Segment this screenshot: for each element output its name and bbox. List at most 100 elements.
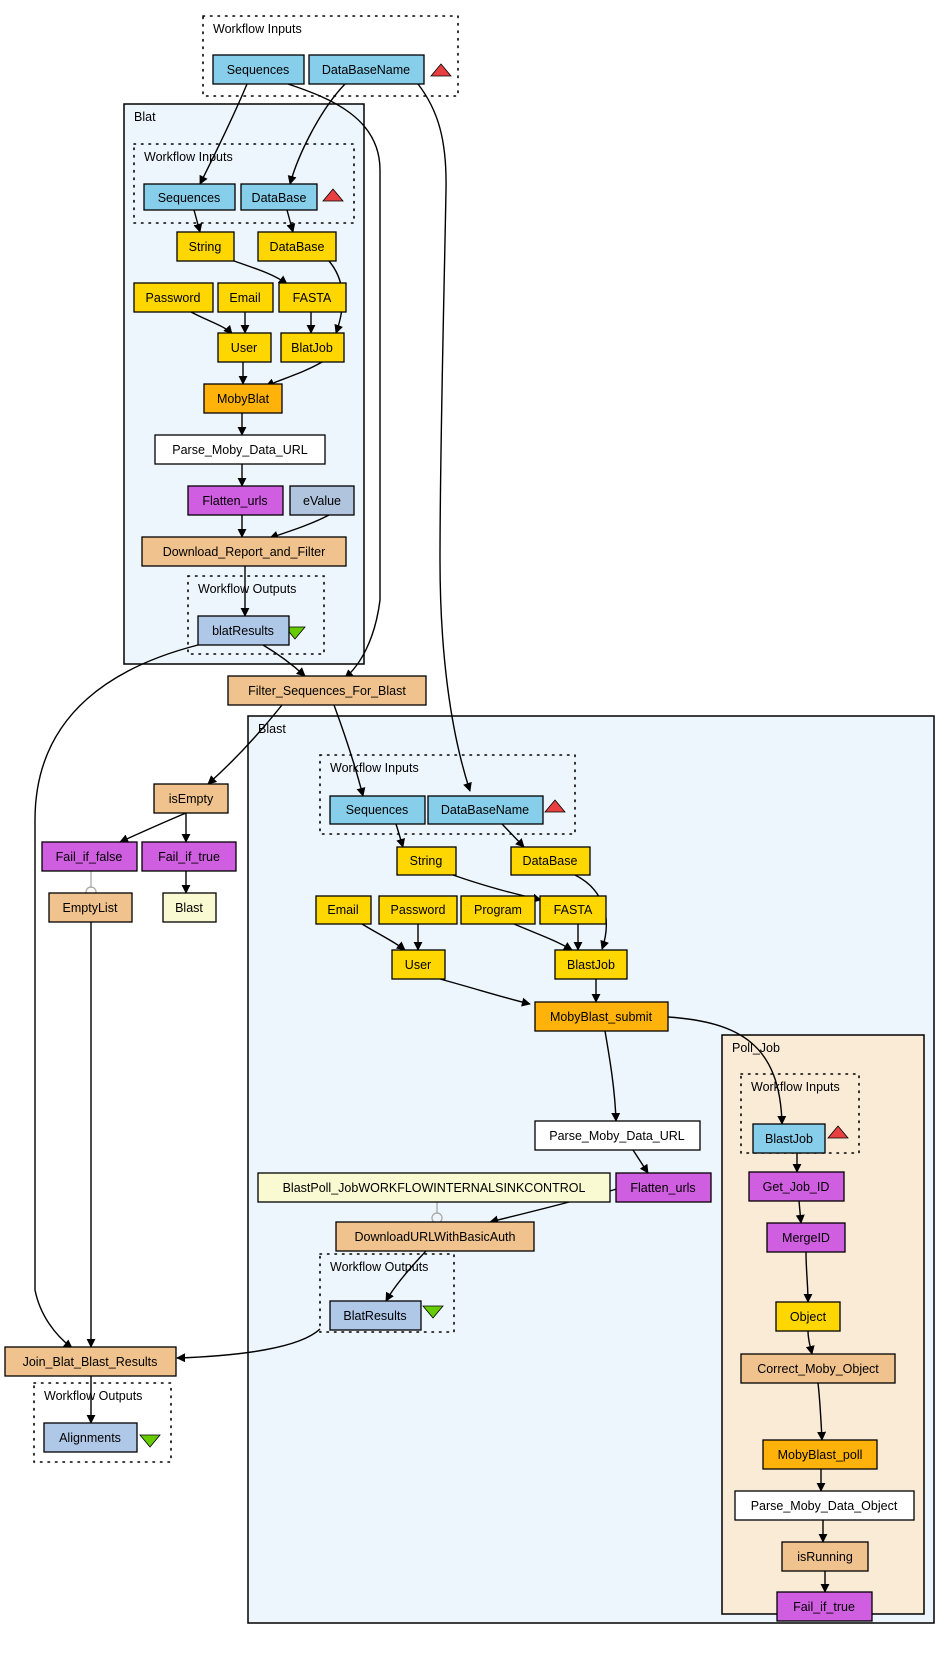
input-triangle-icon — [544, 799, 566, 813]
blat-flatten-urls[interactable]: Flatten_urls — [187, 485, 284, 516]
filter-sequences-for-blast[interactable]: Filter_Sequences_For_Blast — [227, 675, 427, 706]
blast-blastjob[interactable]: BlastJob — [554, 949, 628, 980]
node-label: DataBase — [252, 191, 307, 205]
node-label: Parse_Moby_Data_Object — [751, 1499, 898, 1513]
cluster-label: Workflow Inputs — [144, 150, 233, 164]
node-label: MobyBlast_poll — [778, 1448, 863, 1462]
cluster-label: Blat — [134, 110, 156, 124]
node-label: Filter_Sequences_For_Blast — [248, 684, 406, 698]
node-label: MobyBlast_submit — [550, 1010, 653, 1024]
cluster-label: Workflow Inputs — [751, 1080, 840, 1094]
node-label: Parse_Moby_Data_URL — [549, 1129, 685, 1143]
node-label: Correct_Moby_Object — [757, 1362, 879, 1376]
blast-input-sequences[interactable]: Sequences — [329, 795, 426, 825]
blat-results-output[interactable]: blatResults — [197, 615, 290, 646]
node-label: isRunning — [797, 1550, 853, 1564]
node-label: Object — [790, 1310, 827, 1324]
node-label: FASTA — [293, 291, 332, 305]
object[interactable]: Object — [775, 1301, 841, 1332]
poll-input-blastjob[interactable]: BlastJob — [752, 1123, 826, 1154]
blast-string[interactable]: String — [396, 846, 457, 876]
node-label: Sequences — [227, 63, 290, 77]
get-job-id[interactable]: Get_Job_ID — [748, 1171, 845, 1202]
node-label: Fail_if_true — [158, 850, 220, 864]
mobyblast-submit[interactable]: MobyBlast_submit — [534, 1001, 669, 1032]
blast-password[interactable]: Password — [378, 895, 458, 925]
node-label: DownloadURLWithBasicAuth — [355, 1230, 516, 1244]
isempty[interactable]: isEmpty — [153, 783, 229, 814]
cluster-label: Workflow Outputs — [198, 582, 296, 596]
top-workflow-inputs-cluster: Workflow Inputs — [202, 15, 459, 97]
cluster-label: Workflow Inputs — [330, 761, 419, 775]
node-label: DataBaseName — [322, 63, 410, 77]
blat-input-sequences[interactable]: Sequences — [143, 183, 236, 211]
cluster-label: Workflow Outputs — [330, 1260, 428, 1274]
node-label: blatResults — [212, 624, 274, 638]
node-label: DataBase — [523, 854, 578, 868]
node-label: User — [405, 958, 431, 972]
blat-string[interactable]: String — [176, 231, 235, 262]
download-report-and-filter[interactable]: Download_Report_and_Filter — [141, 536, 347, 567]
join-blat-blast-results[interactable]: Join_Blat_Blast_Results — [4, 1346, 177, 1377]
poll-fail-if-true[interactable]: Fail_if_true — [776, 1591, 873, 1622]
blast-email[interactable]: Email — [315, 895, 372, 925]
mobyblat[interactable]: MobyBlat — [203, 383, 283, 414]
node-label: Fail_if_true — [793, 1600, 855, 1614]
blast-input-database-name[interactable]: DataBaseName — [427, 795, 544, 825]
download-url-with-basic-auth[interactable]: DownloadURLWithBasicAuth — [335, 1221, 535, 1252]
evalue[interactable]: eValue — [289, 485, 355, 516]
node-label: EmptyList — [63, 901, 118, 915]
cluster-label: Workflow Outputs — [44, 1389, 142, 1403]
emptylist[interactable]: EmptyList — [48, 892, 133, 923]
fail-if-false[interactable]: Fail_if_false — [41, 841, 138, 872]
blat-user[interactable]: User — [217, 332, 272, 363]
node-label: FASTA — [554, 903, 593, 917]
blat-database[interactable]: DataBase — [257, 231, 337, 262]
fail-if-true[interactable]: Fail_if_true — [141, 841, 237, 872]
blat-parse-moby-data-url[interactable]: Parse_Moby_Data_URL — [154, 434, 326, 465]
node-label: BlatResults — [343, 1309, 406, 1323]
node-label: DataBase — [270, 240, 325, 254]
correct-moby-object[interactable]: Correct_Moby_Object — [740, 1353, 896, 1384]
node-label: String — [410, 854, 443, 868]
node-label: BlastJob — [567, 958, 615, 972]
node-label: BlastJob — [765, 1132, 813, 1146]
node-label: Parse_Moby_Data_URL — [172, 443, 308, 457]
node-label: Password — [146, 291, 201, 305]
blat-email[interactable]: Email — [217, 282, 274, 313]
node-label: Blast — [175, 901, 203, 915]
blast-program[interactable]: Program — [460, 895, 536, 925]
blat-results-blast-output[interactable]: BlatResults — [329, 1300, 422, 1331]
node-label: User — [231, 341, 257, 355]
blast-parse-moby-data-url[interactable]: Parse_Moby_Data_URL — [534, 1120, 701, 1151]
node-label: Flatten_urls — [202, 494, 267, 508]
mergeid[interactable]: MergeID — [766, 1222, 846, 1253]
alignments-output[interactable]: Alignments — [43, 1422, 138, 1453]
blast-control[interactable]: Blast — [162, 892, 217, 923]
node-label: eValue — [303, 494, 341, 508]
parse-moby-data-object[interactable]: Parse_Moby_Data_Object — [734, 1490, 915, 1521]
blast-database[interactable]: DataBase — [510, 846, 591, 876]
node-label: DataBaseName — [441, 803, 529, 817]
input-triangle-icon — [322, 188, 344, 202]
workflow-input-database-name[interactable]: DataBaseName — [308, 54, 425, 85]
blast-fasta[interactable]: FASTA — [539, 895, 607, 925]
node-label: String — [189, 240, 222, 254]
blat-password[interactable]: Password — [133, 282, 214, 313]
blat-fasta[interactable]: FASTA — [278, 282, 347, 313]
node-label: Fail_if_false — [56, 850, 123, 864]
node-label: Email — [229, 291, 260, 305]
blast-user[interactable]: User — [391, 949, 446, 980]
mobyblast-poll[interactable]: MobyBlast_poll — [762, 1439, 878, 1470]
node-label: Get_Job_ID — [763, 1180, 830, 1194]
isrunning[interactable]: isRunning — [781, 1541, 869, 1572]
workflow-input-sequences[interactable]: Sequences — [212, 54, 305, 85]
blat-input-database[interactable]: DataBase — [240, 183, 318, 211]
final-workflow-outputs-cluster: Workflow Outputs — [33, 1382, 172, 1463]
blastpoll-job-internal-sink-control[interactable]: BlastPoll_JobWORKFLOWINTERNALSINKCONTROL — [257, 1172, 611, 1203]
output-triangle-icon — [139, 1434, 161, 1448]
blast-flatten-urls[interactable]: Flatten_urls — [615, 1172, 712, 1203]
blat-blatjob[interactable]: BlatJob — [280, 332, 345, 363]
node-label: Flatten_urls — [630, 1181, 695, 1195]
